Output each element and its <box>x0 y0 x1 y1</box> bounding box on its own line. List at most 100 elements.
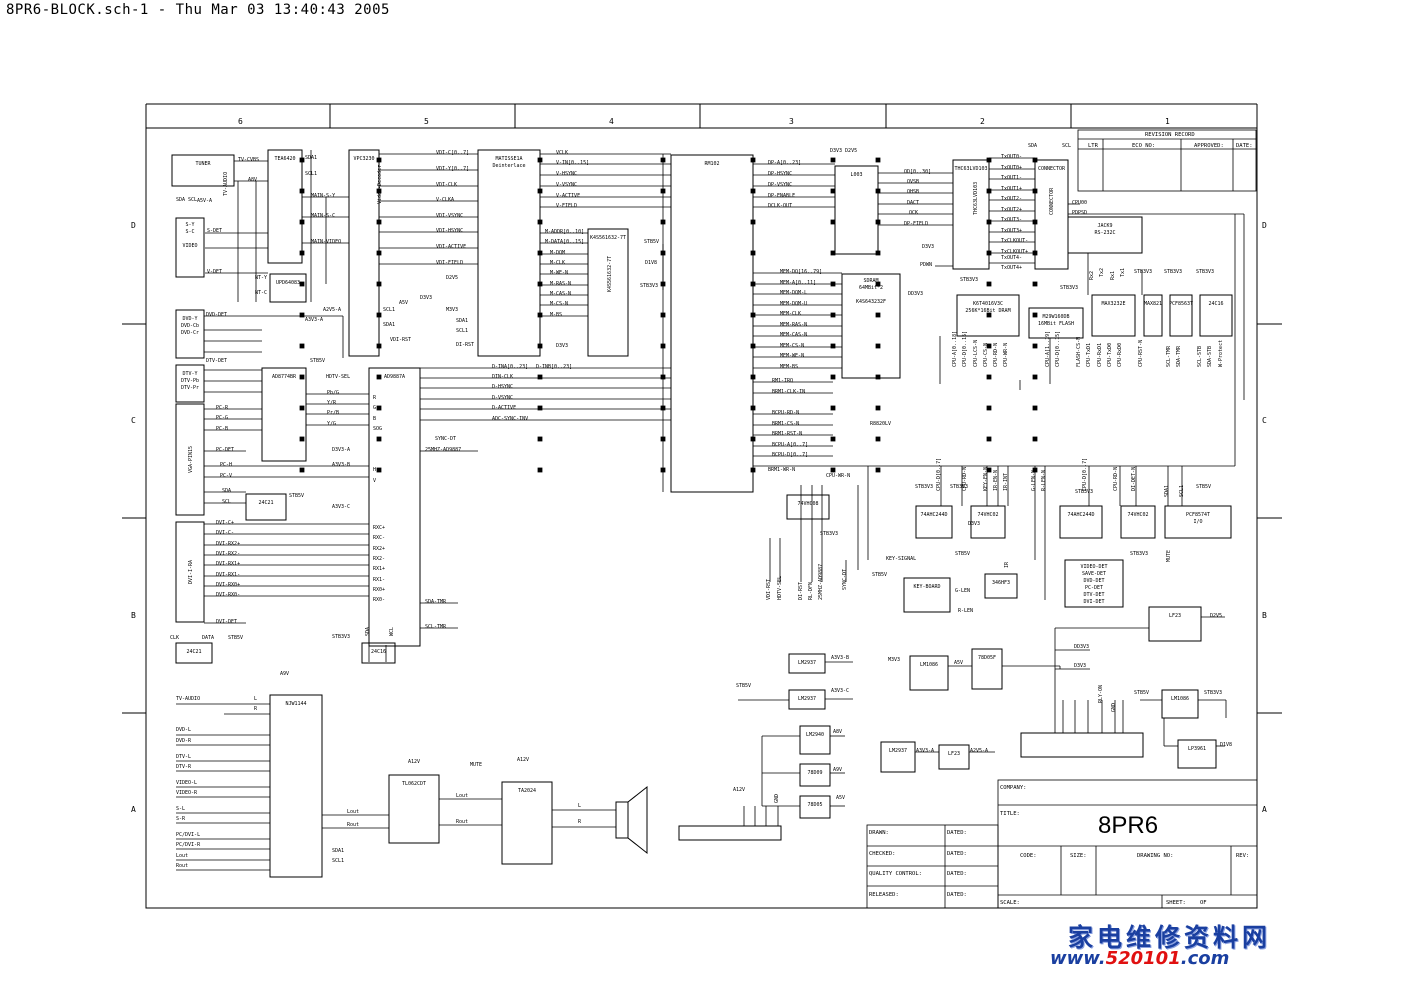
component-block: TL062CDT <box>388 774 440 844</box>
net-label: PC-B <box>216 426 228 432</box>
component-block: L003 <box>834 165 879 255</box>
component-label: AD9887A <box>384 374 405 380</box>
net-label: MEM-CS-N <box>780 343 804 349</box>
revision-record <box>1077 129 1257 192</box>
row-label-B: B <box>131 611 136 620</box>
component-label: 256K*16Bit DRAM <box>965 308 1010 314</box>
component-label: LM2937 <box>798 696 816 702</box>
component-block: NJW1144 <box>269 694 323 878</box>
component-label: LM1086 <box>920 662 938 668</box>
junction-dot <box>660 374 666 380</box>
net-label: STB3V3 <box>1164 269 1182 275</box>
net-label: DVI-RX2- <box>216 551 240 557</box>
document-header: 8PR6-BLOCK.sch-1 - Thu Mar 03 13:40:43 2… <box>6 2 390 18</box>
junction-dot <box>830 281 836 287</box>
component-label: PC-DET <box>1085 585 1103 591</box>
net-label: BRM1-CLK-IN <box>772 389 805 395</box>
net-label: STB3V3 <box>1130 551 1148 557</box>
component-label: LF23 <box>948 751 960 757</box>
net-label: MEM-CAS-N <box>780 332 807 338</box>
net-label-vertical: MUTE <box>1166 550 1172 562</box>
component-label: DVD-Cb <box>181 323 199 329</box>
component-label: LM2937 <box>798 660 816 666</box>
net-label: D-INA[0..23] <box>492 364 528 370</box>
net-label: STB5V <box>228 635 243 641</box>
net-label: A3V3-A <box>305 317 323 323</box>
junction-dot <box>986 374 992 380</box>
net-label: PC/DVI-L <box>176 832 200 838</box>
component-label: TUNER <box>195 161 211 167</box>
net-label: CPU00 <box>1072 200 1087 206</box>
net-label: STB5V <box>289 493 304 499</box>
net-label: DP-VSYNC <box>768 182 792 188</box>
net-label: V-DET <box>207 269 222 275</box>
net-label: D-ACTIVE <box>492 405 516 411</box>
net-label: M-CAS-N <box>550 291 571 297</box>
revision-col-eco: ECO NO: <box>1132 143 1155 149</box>
net-label: OCK <box>909 210 918 216</box>
component-label: 74VHC02 <box>1127 512 1148 518</box>
net-label: D-HSYNC <box>492 384 513 390</box>
component-label: RM102 <box>704 161 719 167</box>
row-label-right-D: D <box>1262 221 1267 230</box>
component-label: LM1086 <box>1171 696 1189 702</box>
component-label: DTV-Pb <box>181 378 199 384</box>
net-label: MEM-BS <box>780 364 798 370</box>
net-label: D3V3 <box>968 521 980 527</box>
net-label-vertical: CPU-RD-N <box>993 343 999 367</box>
net-label: STB5V <box>644 239 659 245</box>
net-label: A12V <box>408 759 420 765</box>
junction-dot <box>660 436 666 442</box>
junction-dot <box>1032 312 1038 318</box>
net-label: A5V-A <box>197 198 212 204</box>
net-label-vertical: Tx1 <box>1120 268 1126 277</box>
net-label: V-ACTIVE <box>556 193 580 199</box>
net-label: A9V <box>833 767 842 773</box>
net-label: DVI-RX0+ <box>216 582 240 588</box>
net-label: STB3V3 <box>1075 489 1093 495</box>
net-label-vertical: VDI-RST <box>766 579 772 600</box>
net-label: SDA SCL <box>176 197 197 203</box>
row-label-C: C <box>131 416 136 425</box>
component-label: LM2940 <box>806 732 824 738</box>
net-label: M3V3 <box>888 657 900 663</box>
component-label: DTV-Y <box>182 371 197 377</box>
component-block <box>678 825 782 841</box>
component-label: UPD64083 <box>276 280 300 286</box>
net-label-vertical: 25MHZ-AD9887 <box>818 564 824 600</box>
net-label-vertical: GND <box>1111 703 1117 712</box>
component-label: VGA-PIN15 <box>188 446 194 473</box>
component-label: LF23 <box>1169 613 1181 619</box>
net-label: D3V3 <box>1074 663 1086 669</box>
component-block: DVI-I-RA <box>175 521 205 623</box>
net-label: V-VSYNC <box>556 182 577 188</box>
net-label-vertical: SCL1 <box>1179 485 1185 497</box>
net-label: L <box>578 803 581 809</box>
net-label-vertical: SCL-TMR <box>1166 345 1172 367</box>
net-label: MEM-CLK <box>780 311 801 317</box>
net-label: D3V3 <box>922 244 934 250</box>
checked-label: CHECKED: <box>869 851 896 857</box>
row-label-right-B: B <box>1262 611 1267 620</box>
net-label: DP-HSYNC <box>768 171 792 177</box>
net-label: Lout <box>176 853 188 859</box>
drawn-label: DRAWN: <box>869 830 889 836</box>
component-block <box>1020 732 1144 758</box>
net-label-vertical: CPU-D[0..15] <box>1055 331 1061 367</box>
net-label: V-CLKA <box>436 197 454 203</box>
watermark-url-suffix: .com <box>1180 948 1230 969</box>
net-label: G-LEN <box>955 588 970 594</box>
row-label-right-C: C <box>1262 416 1267 425</box>
net-label: DTV-L <box>176 754 191 760</box>
junction-dot <box>376 405 382 411</box>
component-label: 78D05 <box>807 802 822 808</box>
junction-dot <box>299 374 305 380</box>
column-label-3: 3 <box>789 117 794 126</box>
net-label: A12V <box>733 787 745 793</box>
net-label: TxOUT1+ <box>1001 186 1022 192</box>
net-label-vertical: CPU-RxD1 <box>1097 343 1103 367</box>
component-label: 78D05F <box>978 655 996 661</box>
